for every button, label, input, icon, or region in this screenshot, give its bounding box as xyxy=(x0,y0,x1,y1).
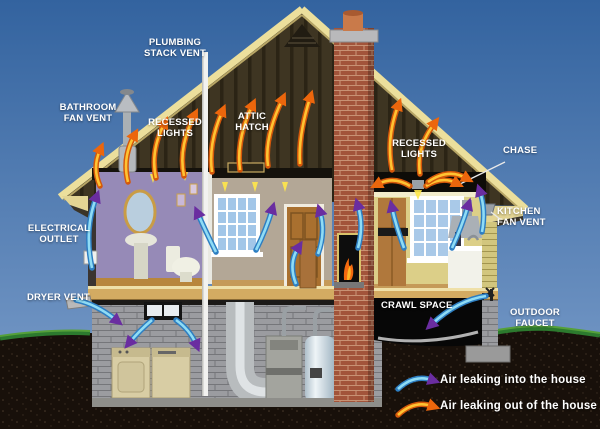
air-in-arrow-fireplace xyxy=(352,197,366,251)
chimney-pot xyxy=(343,10,363,31)
wood-stack xyxy=(299,239,317,289)
air-in-arrow-dryer-vent xyxy=(73,297,123,326)
label-bathroom-fan-vent: BATHROOM FAN VENT xyxy=(59,102,117,124)
air-out-arrow-attic-hatch-1 xyxy=(236,98,257,173)
left-exterior-wall xyxy=(88,196,96,300)
air-out-arrow-kitchen-light-left xyxy=(370,176,413,189)
basement-floor-slab xyxy=(92,398,382,407)
air-out-arrow-recessed-bath-3 xyxy=(179,108,198,179)
air-in-arrow-basement-window-left xyxy=(124,317,155,349)
air-in-arrow-door-right xyxy=(314,203,328,257)
living-room-window xyxy=(211,194,263,257)
label-recessed-lights-right: RECESSED LIGHTS xyxy=(392,138,446,160)
label-plumbing-stack-vent: PLUMBING STACK VENT xyxy=(144,37,206,59)
grass-left xyxy=(0,330,91,341)
air-out-arrow-recessed-bath-1 xyxy=(123,128,139,185)
vapor-barrier xyxy=(377,330,479,343)
air-in-arrow-door-bottom xyxy=(289,240,303,287)
label-crawl-space: CRAWL SPACE xyxy=(381,300,453,311)
attic-gable xyxy=(62,12,523,206)
air-out-arrow-attic-hatch-2 xyxy=(264,92,287,169)
kitchen-ceiling-light xyxy=(412,180,424,200)
air-in-arrow-kitchen-window-left xyxy=(386,199,407,251)
kitchen-floor xyxy=(374,284,482,290)
air-in-arrow-kitchen-eave xyxy=(475,183,488,235)
kitchen-ceiling xyxy=(374,192,482,197)
grass-left-light xyxy=(0,329,91,337)
grass-right xyxy=(477,325,600,339)
air-in-arrow-window-right xyxy=(253,201,278,253)
foundation-pier xyxy=(465,300,511,363)
air-flow-arrows xyxy=(73,89,489,418)
label-kitchen-fan-vent: KITCHEN FAN VENT xyxy=(497,206,546,228)
fireplace xyxy=(334,233,364,288)
label-recessed-lights-left: RECESSED LIGHTS xyxy=(148,117,202,139)
attic-hatch-frame xyxy=(227,162,265,173)
air-in-arrow-crawl-space xyxy=(425,293,489,330)
toilet xyxy=(166,246,200,282)
label-attic-hatch: ATTIC HATCH xyxy=(235,111,269,133)
label-dryer-vent: DRYER VENT xyxy=(27,292,90,303)
air-out-arrow-bathroom-wall xyxy=(92,141,105,189)
legend-into-label: Air leaking into the house xyxy=(440,374,586,386)
gable-louver-vent xyxy=(284,24,320,47)
pedestal-sink xyxy=(125,233,157,279)
label-chase: CHASE xyxy=(503,145,538,156)
legend-air-in-arrow xyxy=(395,372,441,392)
air-in-arrow-electrical-outlet xyxy=(86,189,101,271)
living-room-floor xyxy=(212,280,332,288)
chimney-cap xyxy=(329,29,379,43)
dryer xyxy=(151,347,191,399)
washer xyxy=(111,347,151,399)
air-in-arrow-window-left xyxy=(193,205,219,255)
basement-window xyxy=(144,302,182,320)
label-outdoor-faucet: OUTDOOR FAUCET xyxy=(510,307,560,329)
air-out-arrow-chase xyxy=(425,170,474,185)
air-out-arrow-right-of-chimney-2 xyxy=(416,116,440,177)
left-eave-soffit xyxy=(62,196,96,214)
air-out-arrow-right-of-chimney-1 xyxy=(387,97,403,173)
legend-out-of-label: Air leaking out of the house xyxy=(440,400,598,412)
recessed-light-glows xyxy=(222,182,288,192)
furnace xyxy=(265,306,306,401)
wall-frame-2 xyxy=(189,183,198,195)
air-out-arrow-stack xyxy=(208,103,227,175)
basement xyxy=(92,300,382,407)
bathroom xyxy=(96,172,204,286)
hvac-duct xyxy=(226,302,267,406)
wall-frame-1 xyxy=(176,193,186,207)
air-in-arrow-basement-window-right xyxy=(173,317,201,353)
water-heater xyxy=(305,308,340,402)
air-out-arrow-recessed-bath-2 xyxy=(151,116,168,181)
bathroom-floor xyxy=(96,278,204,286)
air-out-arrow-left-of-chimney xyxy=(296,89,315,167)
label-electrical-outlet: ELECTRICAL OUTLET xyxy=(27,223,91,245)
grass-right-light xyxy=(477,325,600,335)
roof-trim-left xyxy=(57,6,305,200)
right-exterior-wall xyxy=(482,222,497,290)
chimney xyxy=(299,10,379,402)
kitchen xyxy=(374,180,482,290)
legend-air-out-arrow xyxy=(395,398,441,418)
bathroom-mirror xyxy=(123,189,157,235)
kitchen-fan-vent-leader xyxy=(490,211,501,220)
air-in-arrow-kitchen-window-right xyxy=(449,197,474,251)
